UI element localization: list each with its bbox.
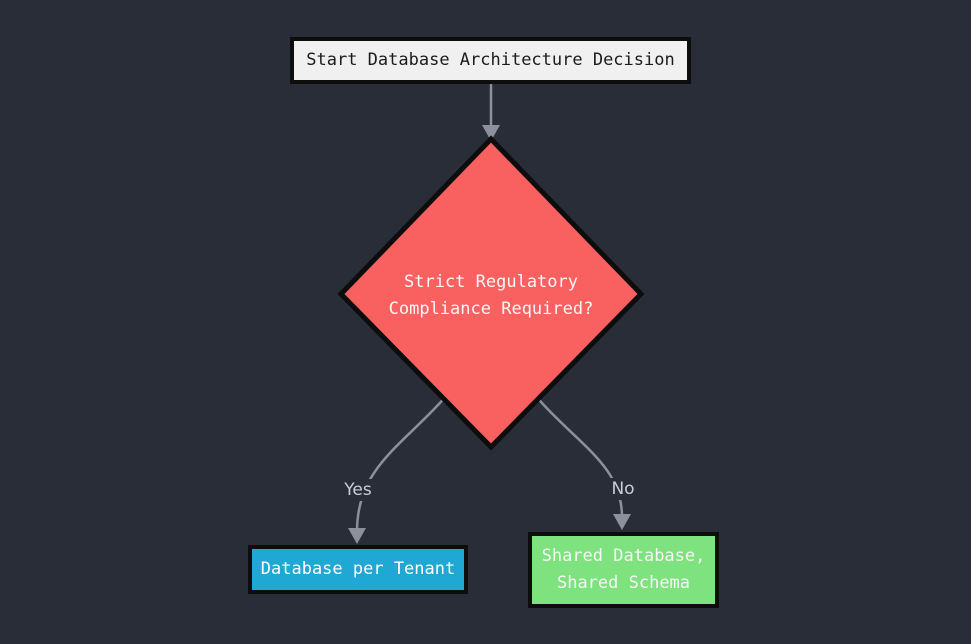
arrowhead-decision-icon — [482, 125, 500, 141]
decision-label-line1: Strict Regulatory — [404, 272, 578, 292]
edge-label-no: No — [606, 478, 640, 500]
start-node-label: Start Database Architecture Decision — [306, 50, 675, 70]
decision-label-line2: Compliance Required? — [388, 299, 594, 319]
decision-diamond — [337, 135, 645, 451]
arrowhead-no-icon — [613, 514, 631, 530]
shared-database-label-line2: Shared Schema — [556, 573, 691, 593]
database-per-tenant-label: Database per Tenant — [260, 559, 456, 579]
shared-database-label-line1: Shared Database, — [541, 546, 706, 566]
start-node: Start Database Architecture Decision — [290, 37, 691, 84]
decision-label: Strict Regulatory Compliance Required? — [341, 269, 641, 323]
arrowhead-yes-icon — [348, 528, 366, 544]
shared-database-node: Shared Database, Shared Schema — [528, 532, 719, 608]
edge-label-yes: Yes — [339, 479, 377, 501]
database-per-tenant-node: Database per Tenant — [248, 545, 468, 594]
